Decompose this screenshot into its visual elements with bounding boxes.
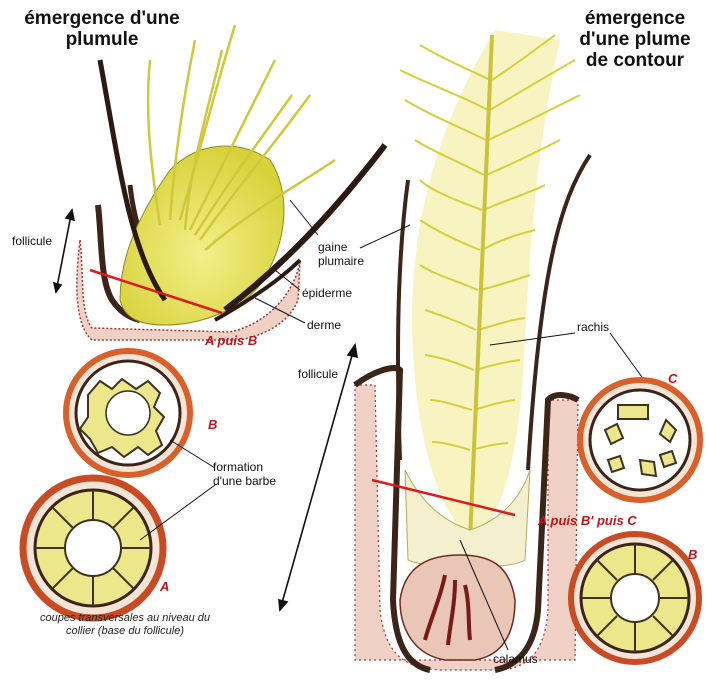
cross-section-B-left — [66, 351, 190, 475]
label-section-B-left: B — [208, 418, 217, 432]
left-follicle-arrow — [54, 210, 74, 292]
label-rachis: rachis — [577, 320, 609, 334]
title-contour: émergence d'une plume de contour — [570, 8, 700, 71]
cross-section-B-right — [571, 534, 699, 662]
label-a-b-c: A puis B' puis C — [538, 514, 637, 528]
title-plumule: émergence d'une plumule — [22, 8, 182, 50]
label-follicule-left: follicule — [12, 234, 52, 248]
label-section-C-right: C — [668, 372, 677, 386]
cross-section-A-left — [23, 478, 163, 618]
label-calamus: calamus — [493, 652, 538, 666]
cross-section-C-right — [580, 380, 700, 500]
label-formation-barbe: formation d'une barbe — [213, 460, 285, 488]
label-section-A-left: A — [160, 580, 169, 594]
label-gaine-plumaire: gaine plumaire — [318, 240, 378, 268]
caption-coupes: coupes transversales au niveau du collie… — [30, 612, 220, 638]
label-derme: derme — [307, 318, 341, 332]
label-follicule-right: follicule — [298, 367, 338, 381]
label-section-B-right: B — [688, 548, 697, 562]
label-a-puis-b: A puis B — [205, 334, 257, 348]
label-epiderme: épiderme — [302, 286, 352, 300]
right-follicle-arrow — [279, 345, 357, 610]
dermal-papilla — [400, 555, 515, 660]
contour-vane — [412, 30, 560, 540]
